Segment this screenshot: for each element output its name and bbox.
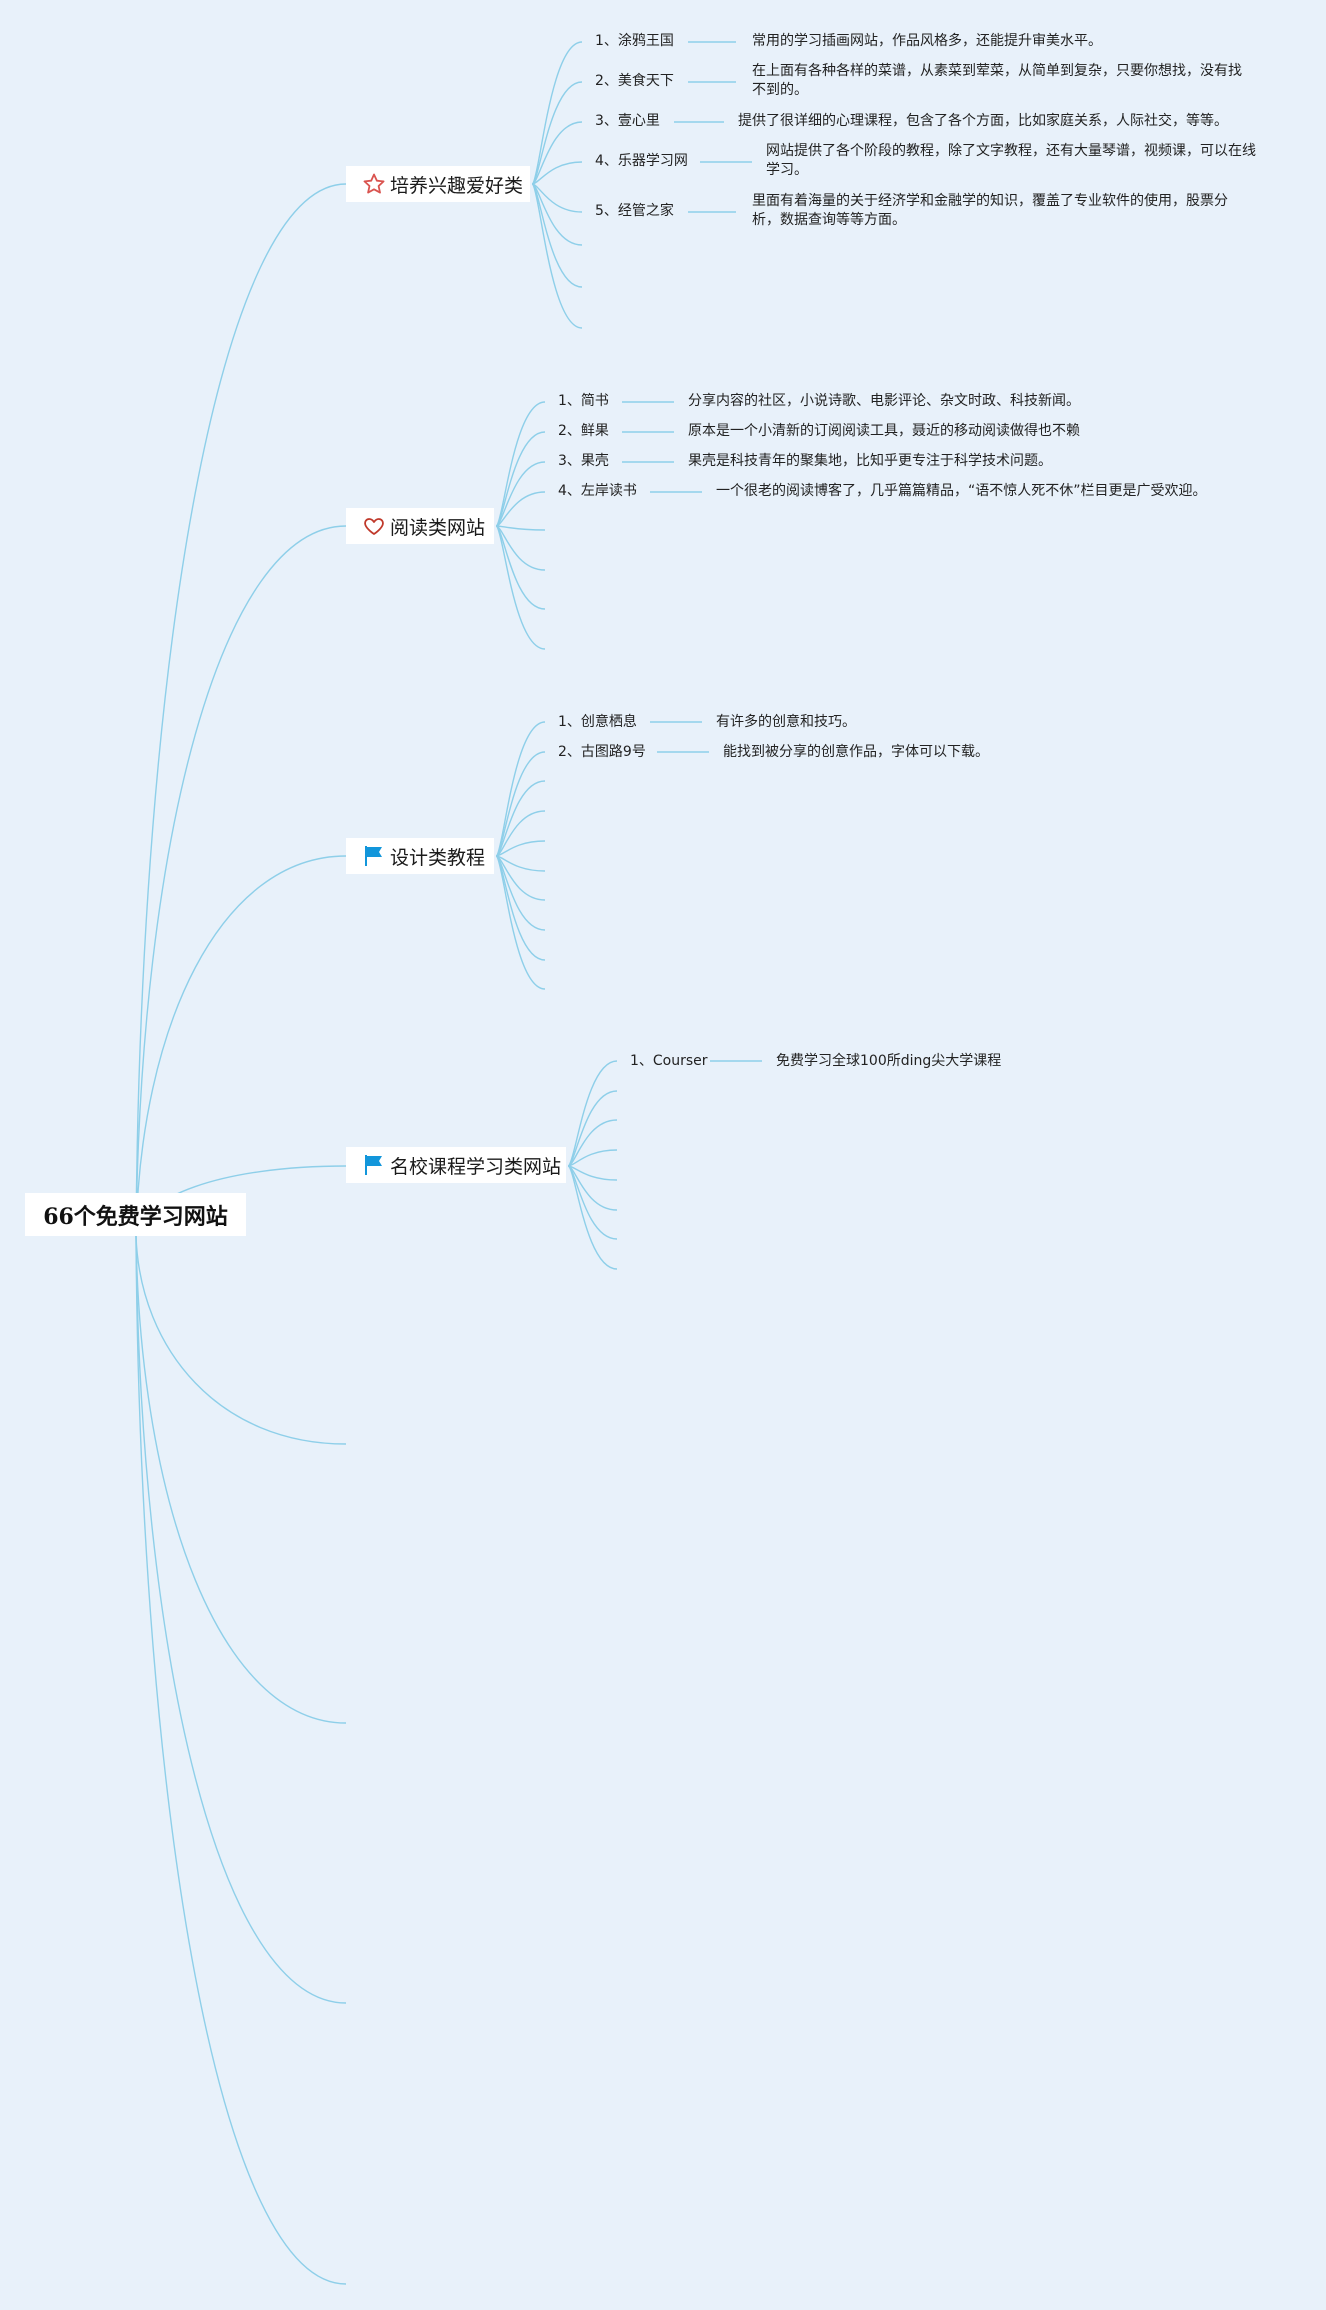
leaf-title[interactable]: 1、简书	[558, 393, 609, 409]
root-branch-link	[135, 855, 347, 1237]
leaf-description: 提供了很详细的心理课程，包含了各个方面，比如家庭关系，人际社交，等等。	[738, 113, 1228, 129]
leaf-title[interactable]: 2、美食天下	[595, 73, 674, 89]
leaf-title[interactable]: 2、古图路9号	[558, 744, 646, 760]
branch-design[interactable]: 设计类教程	[346, 838, 494, 874]
branch-child-link	[531, 161, 583, 185]
leaf-description: 果壳是科技青年的聚集地，比知乎更专注于科学技术问题。	[688, 453, 1052, 469]
branch-label: 设计类教程	[390, 846, 486, 869]
heart-icon	[362, 514, 386, 538]
leaf-title[interactable]: 3、壹心里	[595, 113, 660, 129]
branch-label: 阅读类网站	[390, 516, 486, 539]
leaf-description: 原本是一个小清新的订阅阅读工具，聂近的移动阅读做得也不赖	[688, 423, 1080, 439]
root-branch-link	[135, 183, 347, 1237]
leaf-title[interactable]: 1、涂鸦王国	[595, 33, 674, 49]
branch-child-link	[567, 1149, 618, 1167]
root-empty-branch-link	[135, 1235, 347, 1445]
leaf-title[interactable]: 1、创意栖息	[558, 714, 637, 730]
branch-child-link	[531, 81, 583, 185]
branch-label: 培养兴趣爱好类	[390, 174, 524, 197]
leaf-description: 能找到被分享的创意作品，字体可以下载。	[723, 744, 989, 760]
branch-child-link	[567, 1165, 618, 1270]
root-empty-branch-link	[135, 1235, 347, 2285]
branch-child-link	[531, 121, 583, 185]
star-icon	[362, 172, 386, 196]
leaf-description: 有许多的创意和技巧。	[716, 714, 856, 730]
branch-child-link	[495, 855, 546, 990]
branch-child-link	[531, 183, 583, 288]
leaf-title[interactable]: 4、乐器学习网	[595, 153, 688, 169]
branch-child-link	[567, 1090, 618, 1167]
branch-child-link	[495, 461, 546, 527]
leaf-title[interactable]: 1、Courser	[630, 1053, 708, 1069]
leaf-title[interactable]: 3、果壳	[558, 453, 609, 469]
leaf-description: 网站提供了各个阶段的教程，除了文字教程，还有大量琴谱，视频课，可以在线学习。	[766, 143, 1256, 178]
branch-child-link	[495, 491, 546, 527]
branch-hobbies[interactable]: 培养兴趣爱好类	[346, 166, 530, 202]
flag-icon	[362, 1153, 386, 1177]
branch-child-link	[531, 183, 583, 213]
leaf-title[interactable]: 4、左岸读书	[558, 483, 637, 499]
root-title: 66个免费学习网站	[43, 1203, 228, 1230]
branch-child-link	[567, 1165, 618, 1181]
branch-child-link	[495, 525, 546, 650]
leaf-title[interactable]: 2、鲜果	[558, 423, 609, 439]
leaf-title[interactable]: 5、经管之家	[595, 203, 674, 219]
branch-child-link	[495, 525, 546, 531]
leaf-description: 免费学习全球100所ding尖大学课程	[776, 1053, 1002, 1069]
branch-child-link	[495, 840, 546, 857]
flag-icon	[362, 844, 386, 868]
branch-child-link	[495, 525, 546, 610]
root-branch-link	[135, 525, 347, 1237]
leaf-description: 常用的学习插画网站，作品风格多，还能提升审美水平。	[752, 33, 1102, 49]
branch-child-link	[495, 810, 546, 857]
leaf-description: 分享内容的社区，小说诗歌、电影评论、杂文时政、科技新闻。	[688, 393, 1080, 409]
root-node[interactable]: 66个免费学习网站	[25, 1193, 246, 1236]
branch-reading[interactable]: 阅读类网站	[346, 508, 494, 544]
branch-child-link	[531, 183, 583, 329]
root-empty-branch-link	[135, 1235, 347, 1724]
leaf-description: 里面有着海量的关于经济学和金融学的知识，覆盖了专业软件的使用，股票分析，数据查询…	[752, 193, 1228, 228]
branch-university-courses[interactable]: 名校课程学习类网站	[346, 1147, 566, 1183]
branch-label: 名校课程学习类网站	[390, 1155, 562, 1178]
leaf-description: 在上面有各种各样的菜谱，从素菜到荤菜，从简单到复杂，只要你想找，没有找不到的。	[752, 63, 1242, 98]
leaf-description: 一个很老的阅读博客了，几乎篇篇精品，“语不惊人死不休”栏目更是广受欢迎。	[716, 483, 1207, 499]
root-empty-branch-link	[135, 1235, 347, 2004]
